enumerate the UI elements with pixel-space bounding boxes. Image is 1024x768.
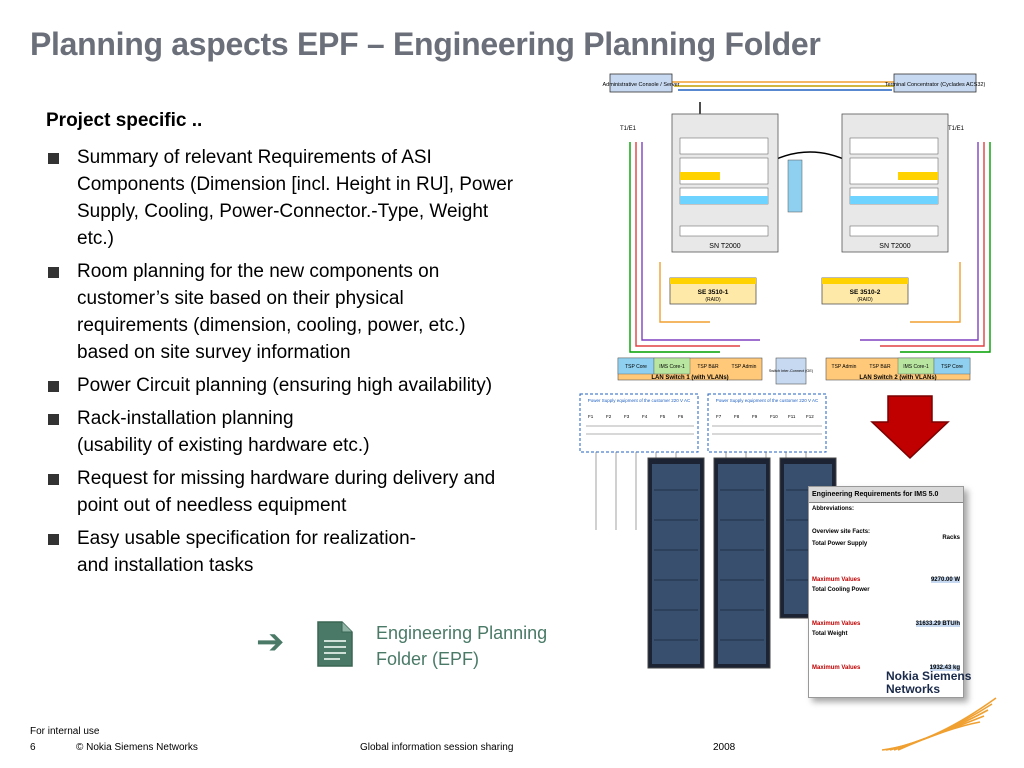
switch-right-port: TSP Admin [832,364,857,370]
fuse-label: F12 [806,414,814,419]
maximum-values-label: Maximum Values [812,665,861,671]
footer-year: 2008 [713,742,736,753]
switch-left-port: IMS Core-1 [659,364,685,370]
switch-left-port: TSP Admin [732,364,757,370]
bullet-item: Request for missing hardware during deli… [46,465,606,519]
summary-cooling-value: 31633.29 BTU/h [915,621,960,627]
bullet-list: Summary of relevant Requirements of ASI … [46,144,606,585]
summary-power-value: 9270.00 W [930,577,960,583]
terminal-concentrator-label: Terminal Concentrator (Cyclades ACS32) [885,82,986,88]
storage-right-raid: (RAID) [857,297,873,303]
fuse-label: F7 [716,414,722,419]
switch-right-port: TSP Core [941,364,963,370]
fuse-label: F11 [788,414,796,419]
t1e1-right-label: T1/E1 [948,126,965,132]
fuse-label: F2 [606,414,612,419]
bullet-marker-icon [48,381,59,392]
storage-left-raid: (RAID) [705,297,721,303]
racks-label: Racks [942,535,960,541]
switch-right-port: TSP B&R [869,364,891,370]
abbreviations-label: Abbreviations: [812,506,855,512]
down-arrow-icon [870,395,950,460]
fuse-label: F3 [624,414,630,419]
switch-left-port: TSP B&R [697,364,719,370]
admin-console-label: Administrative Console / Server [602,82,679,88]
bullet-marker-icon [48,153,59,164]
total-weight-label: Total Weight [812,631,848,637]
switch-left-port: TSP Core [625,364,647,370]
fuse-label: F4 [642,414,648,419]
bullet-marker-icon [48,414,59,425]
bullet-item: Room planning for the new components on … [46,258,606,366]
bullet-marker-icon [48,534,59,545]
epf-label: Engineering Planning Folder (EPF) [376,623,548,669]
network-diagram: Administrative Console / Server Terminal… [602,73,991,385]
total-cooling-label: Total Cooling Power [812,587,870,593]
section-subtitle: Project specific .. [46,110,203,131]
requirements-heading: Engineering Requirements for IMS 5.0 [809,487,963,503]
requirements-document: Engineering Requirements for IMS 5.0 Abb… [808,486,964,698]
logo-swoosh-icon [882,697,997,751]
bullet-marker-icon [48,474,59,485]
footer-copyright: © Nokia Siemens Networks [76,742,198,753]
bullet-item: Power Circuit planning (ensuring high av… [46,372,606,399]
power-header-right: Power Supply equipment of the customer 2… [716,398,819,403]
footer-page-number: 6 [30,742,36,753]
switch-right-label: LAN Switch 2 (with VLANs) [859,375,936,381]
fuse-label: F8 [734,414,740,419]
maximum-values-label: Maximum Values [812,621,861,627]
slide-title: Planning aspects EPF – Engineering Plann… [30,26,821,62]
t1e1-left-label: T1/E1 [620,126,637,132]
rack-installation-diagram: Power Supply equipment of the customer 2… [579,393,837,669]
summary-weight-value: 1932.43 kg [929,665,960,671]
nokia-siemens-logo: Nokia Siemens Networks [882,668,1002,752]
footer-internal: For internal use [30,726,100,737]
fuse-label: F1 [588,414,594,419]
footer-session: Global information session sharing [360,742,514,753]
switch-left-label: LAN Switch 1 (with VLANs) [651,375,728,381]
total-power-label: Total Power Supply [812,541,868,547]
switch-right-port: IMS Core-1 [903,364,929,370]
maximum-values-label: Maximum Values [812,577,861,583]
switch-interconnect-label: Switch Inter-Connect (GE) [769,369,814,373]
document-icon [317,621,353,667]
power-header-left: Power Supply equipment of the customer 2… [588,398,691,403]
bullet-item: Summary of relevant Requirements of ASI … [46,144,606,252]
server-right-label: SN T2000 [879,243,910,250]
bullet-item: Easy usable specification for realizatio… [46,525,606,579]
bullet-item: Rack-installation planning (usability of… [46,405,606,459]
fuse-label: F6 [678,414,684,419]
overview-label: Overview site Facts: [812,529,871,535]
fuse-label: F5 [660,414,666,419]
fuse-label: F9 [752,414,758,419]
server-left-label: SN T2000 [709,243,740,250]
storage-left-label: SE 3510-1 [698,289,729,296]
storage-right-label: SE 3510-2 [850,289,881,296]
right-arrow-icon: ➔ [256,623,285,661]
fuse-label: F10 [770,414,778,419]
bullet-marker-icon [48,267,59,278]
epf-reference: ➔ Engineering Planning Folder (EPF) [256,620,616,680]
